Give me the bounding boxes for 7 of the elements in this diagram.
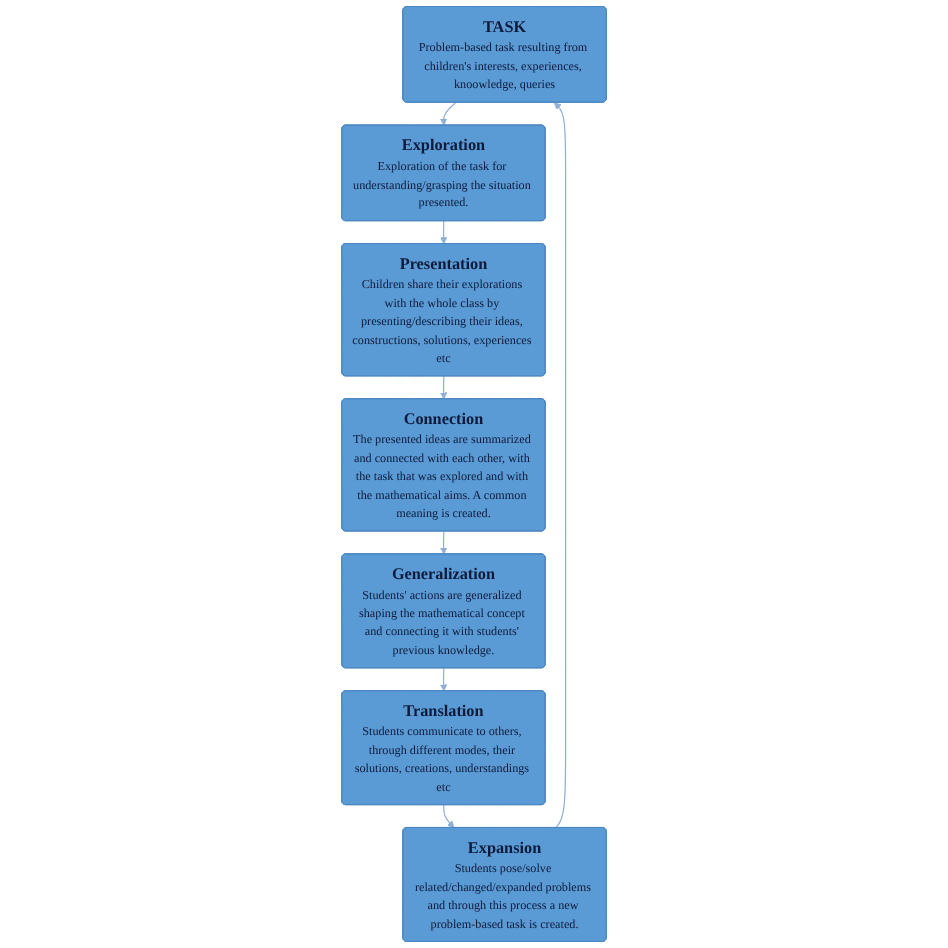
arrow [440,102,457,126]
arrow [443,804,455,829]
arrow [440,375,448,400]
arrow [440,220,448,245]
arrow [553,102,567,829]
arrow [440,667,448,692]
arrow [440,530,448,555]
